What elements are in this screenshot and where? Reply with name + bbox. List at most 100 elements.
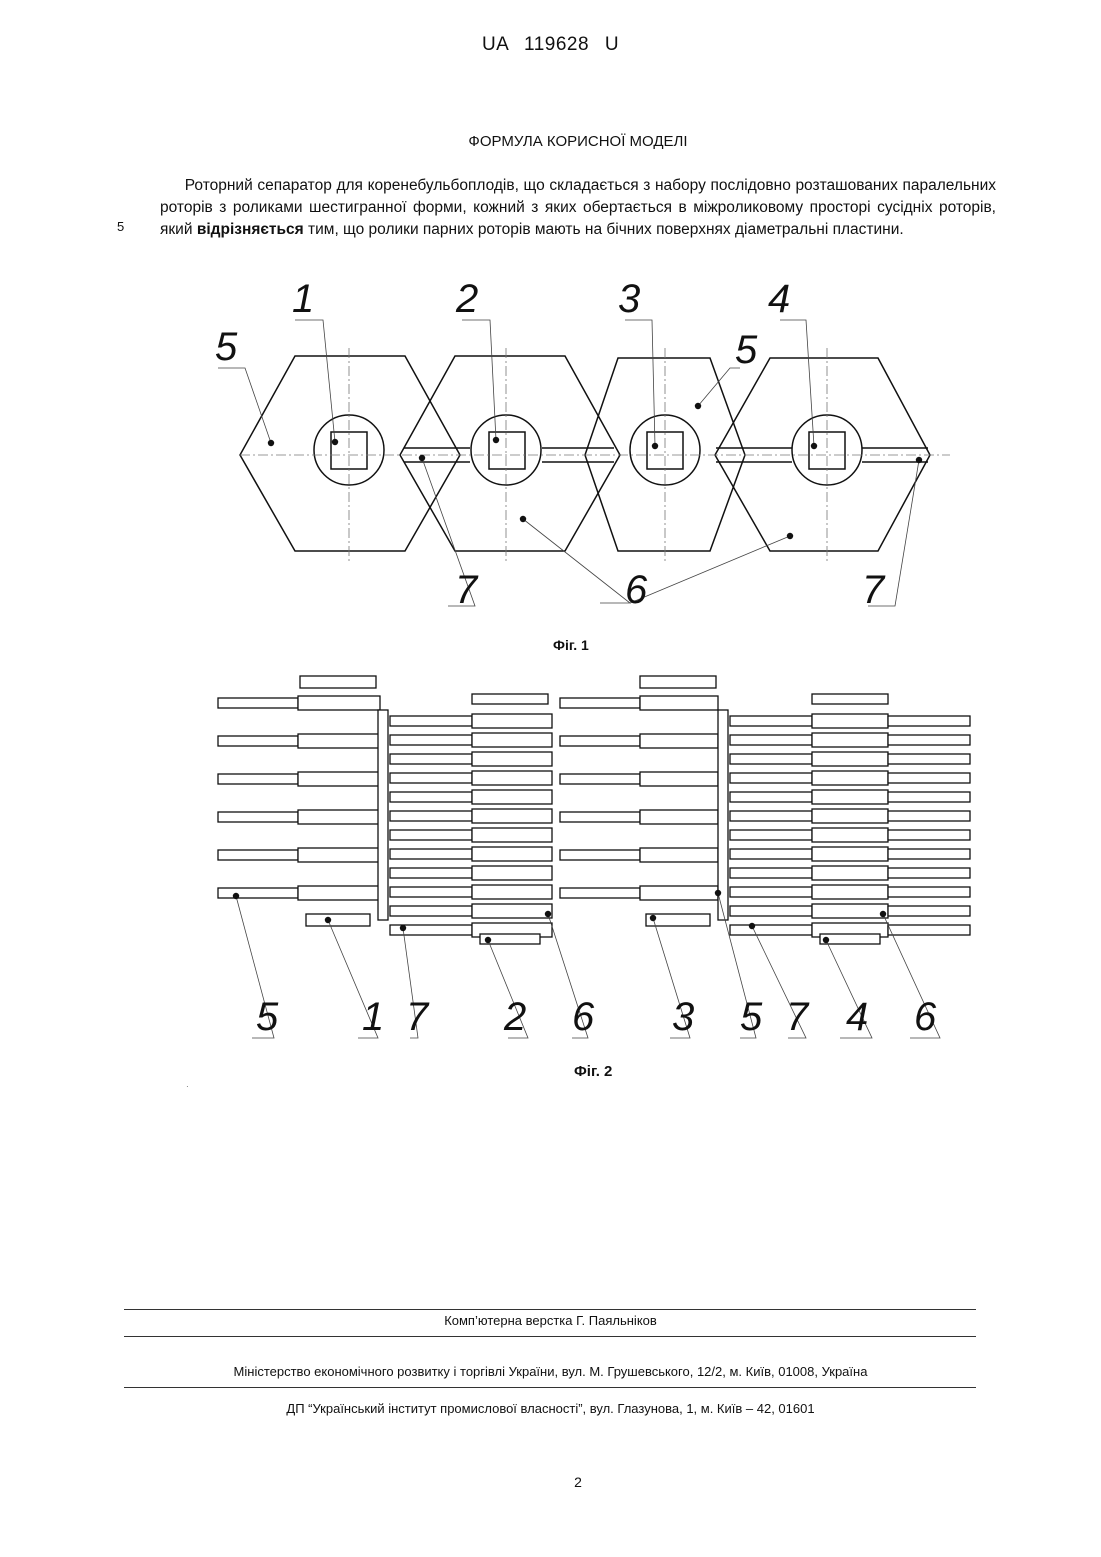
footer-divider <box>124 1309 976 1310</box>
roller-disc <box>390 849 472 859</box>
roller-segment <box>298 810 380 824</box>
claim-bold-word: відрізняється <box>197 221 304 238</box>
rotor-plate <box>560 774 640 784</box>
roller-segment <box>812 885 888 899</box>
scan-speck: · <box>186 1082 189 1091</box>
roller-segment <box>472 828 552 842</box>
fig1-label: 5 <box>215 325 238 369</box>
roller-disc <box>888 887 970 897</box>
roller-segment <box>812 847 888 861</box>
roller-segment <box>812 828 888 842</box>
footer-divider <box>124 1387 976 1388</box>
claim-text: Роторний сепаратор для коренебульбоплоді… <box>160 175 996 241</box>
rotor-plate <box>218 850 298 860</box>
rotor-plate <box>218 698 298 708</box>
roller-disc <box>730 868 812 878</box>
roller-segment <box>812 809 888 823</box>
shaft-hub <box>640 676 716 688</box>
fig2-label: 5 <box>740 995 763 1039</box>
footer-ministry: Міністерство економічного розвитку і тор… <box>0 1364 1101 1379</box>
hex-roller-1 <box>240 356 460 551</box>
roller-disc <box>390 792 472 802</box>
roller-disc <box>390 887 472 897</box>
roller-segment <box>812 866 888 880</box>
roller-segment <box>472 904 552 918</box>
shaft-hub <box>306 914 370 926</box>
roller-segment <box>472 771 552 785</box>
roller-segment <box>298 696 380 710</box>
roller-disc <box>730 906 812 916</box>
rotor-plate <box>560 850 640 860</box>
roller-disc <box>390 735 472 745</box>
shaft-hub <box>300 676 376 688</box>
frame-post <box>718 710 728 920</box>
line-number: 5 <box>117 219 124 234</box>
roller-disc <box>888 792 970 802</box>
frame-post <box>378 710 388 920</box>
roller-segment <box>298 734 380 748</box>
footer-credit: Комп’ютерна верстка Г. Паяльніков <box>0 1313 1101 1328</box>
fig1-label: 6 <box>625 568 648 612</box>
roller-disc <box>888 830 970 840</box>
figure-1-caption: Фіг. 1 <box>553 637 589 653</box>
fig2-label: 7 <box>786 995 810 1039</box>
roller-segment <box>298 848 380 862</box>
fig2-label: 1 <box>362 995 384 1039</box>
fig2-label: 7 <box>406 995 430 1039</box>
roller-segment <box>812 904 888 918</box>
roller-disc <box>730 754 812 764</box>
roller-segment <box>812 714 888 728</box>
roller-segment <box>472 733 552 747</box>
shaft-hub <box>812 694 888 704</box>
claim-text-end: тим, що ролики парних роторів мають на б… <box>304 221 904 238</box>
roller-segment <box>640 696 718 710</box>
roller-disc <box>888 925 970 935</box>
roller-disc <box>390 811 472 821</box>
footer-institute: ДП “Український інститут промислової вла… <box>0 1401 1101 1416</box>
roller-segment <box>472 885 552 899</box>
roller-disc <box>730 925 812 935</box>
roller-disc <box>390 830 472 840</box>
roller-disc <box>730 849 812 859</box>
roller-disc <box>888 773 970 783</box>
roller-segment <box>472 790 552 804</box>
roller-disc <box>888 849 970 859</box>
roller-disc <box>730 830 812 840</box>
roller-disc <box>390 773 472 783</box>
hex-roller-4 <box>715 358 930 551</box>
roller-segment <box>812 752 888 766</box>
fig1-label: 1 <box>292 278 314 321</box>
fig2-label: 3 <box>672 995 694 1039</box>
roller-disc <box>730 887 812 897</box>
section-title: ФОРМУЛА КОРИСНОЇ МОДЕЛІ <box>0 133 1101 150</box>
roller-segment <box>640 848 718 862</box>
roller-disc <box>390 868 472 878</box>
roller-segment <box>640 734 718 748</box>
fig1-label: 2 <box>455 278 478 321</box>
roller-disc <box>888 716 970 726</box>
rotor-plate <box>218 812 298 822</box>
shaft-hub <box>472 694 548 704</box>
roller-disc <box>730 716 812 726</box>
roller-disc <box>390 906 472 916</box>
roller-segment <box>812 790 888 804</box>
fig2-label: 6 <box>914 995 937 1039</box>
roller-disc <box>390 754 472 764</box>
rotor-plate <box>218 888 298 898</box>
roller-disc <box>888 906 970 916</box>
roller-segment <box>640 886 718 900</box>
roller-segment <box>472 714 552 728</box>
patent-number: UA 119628 U <box>0 34 1101 56</box>
roller-segment <box>472 847 552 861</box>
fig1-label: 5 <box>735 328 758 372</box>
figure-2-caption: Фіг. 2 <box>574 1063 612 1080</box>
roller-segment <box>640 810 718 824</box>
roller-disc <box>888 735 970 745</box>
roller-disc <box>390 716 472 726</box>
roller-disc <box>730 811 812 821</box>
rotor-plate <box>560 812 640 822</box>
page-number: 2 <box>0 1474 1101 1490</box>
fig2-label: 5 <box>256 995 279 1039</box>
roller-disc <box>888 754 970 764</box>
roller-disc <box>730 735 812 745</box>
